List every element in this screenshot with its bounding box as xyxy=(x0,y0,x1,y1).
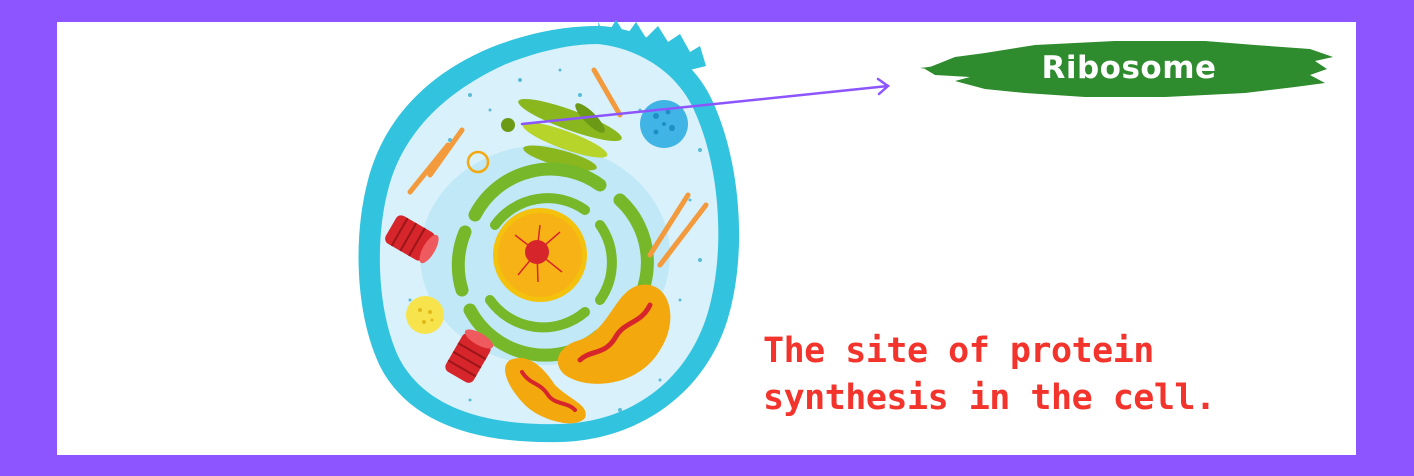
mitochondrion-small xyxy=(505,358,586,424)
ribosome-label: Ribosome xyxy=(1041,50,1217,86)
peroxisome xyxy=(406,296,444,334)
nucleus xyxy=(493,208,587,302)
centriole-lower xyxy=(445,329,494,383)
ribosome-description: The site of protein synthesis in the cel… xyxy=(763,328,1303,422)
vacuole xyxy=(640,100,688,148)
centriole-upper xyxy=(385,215,439,264)
description-line-2: synthesis in the cell. xyxy=(763,378,1216,418)
description-line-1: The site of protein xyxy=(763,331,1154,371)
ribosome-label-banner: Ribosome xyxy=(915,35,1335,101)
vesicle xyxy=(466,150,490,174)
cell-membrane-ruffle xyxy=(598,20,706,70)
brush-stroke-background xyxy=(920,41,1333,97)
cytoskeleton-filaments xyxy=(407,67,709,268)
mitochondrion-large xyxy=(557,284,671,384)
cytoplasm-granules xyxy=(398,68,702,412)
ribosome-pointer-arrow xyxy=(520,77,891,126)
